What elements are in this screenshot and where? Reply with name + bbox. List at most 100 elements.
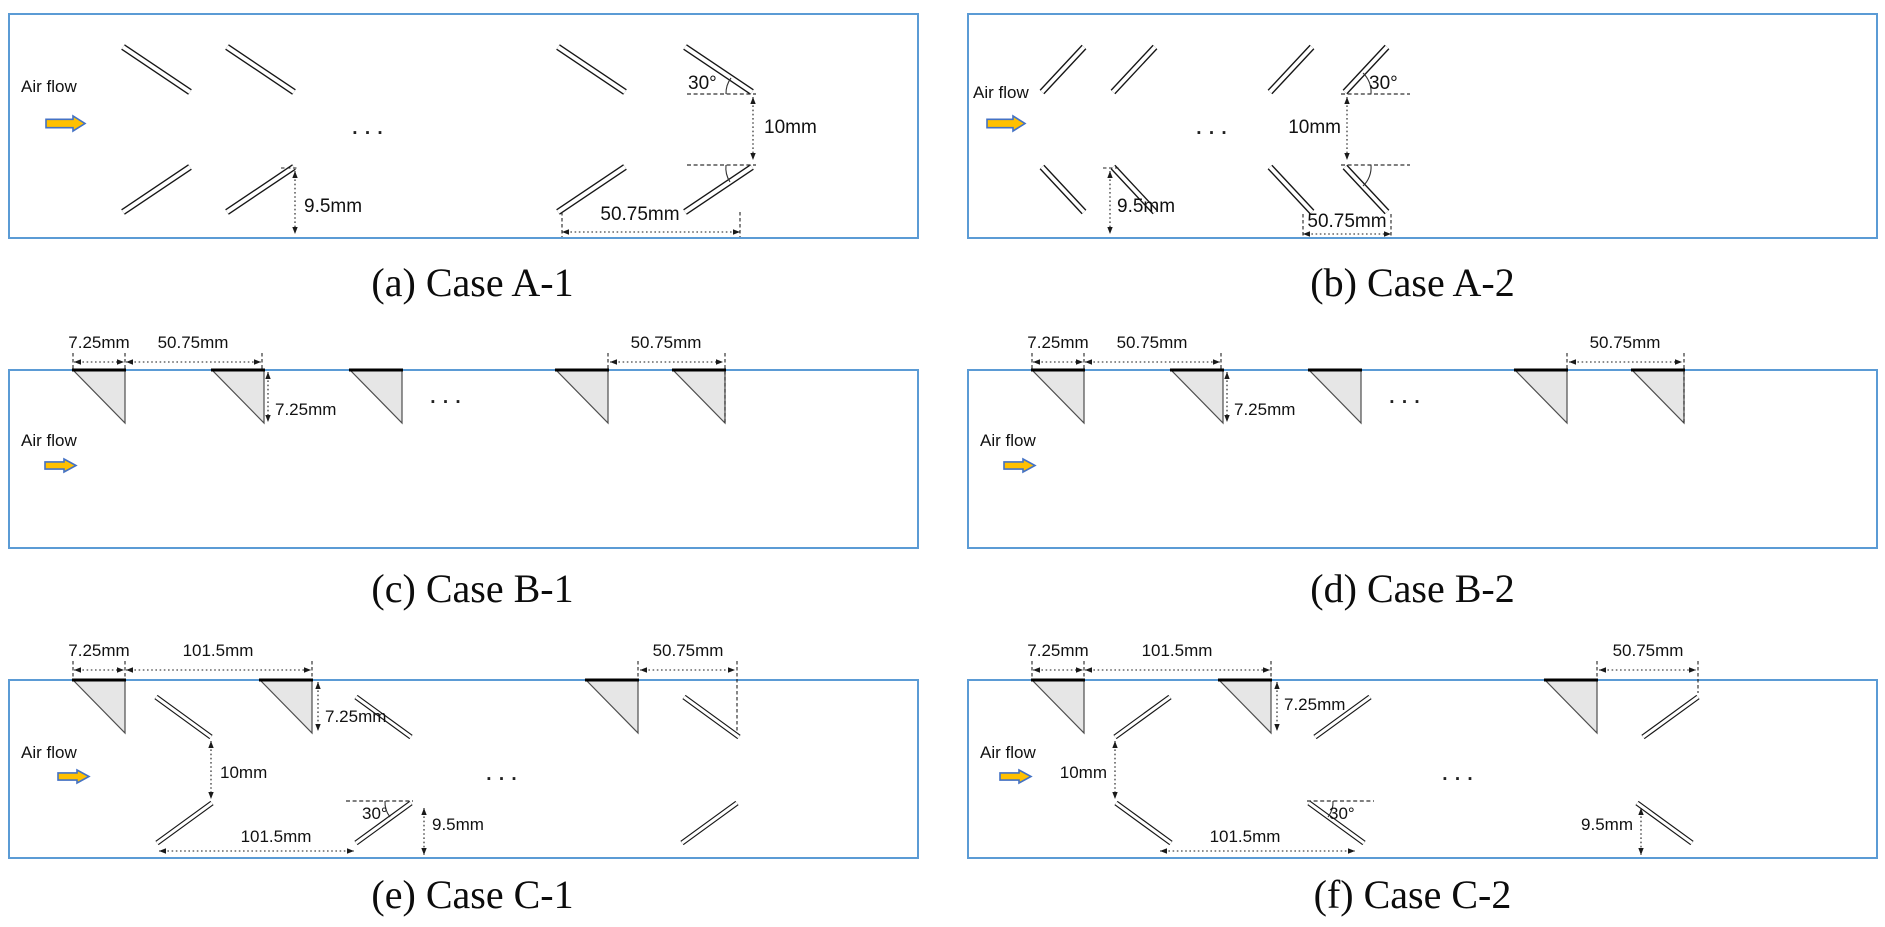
baffle [1641, 694, 1700, 740]
dim-arrowhead [728, 667, 735, 673]
dim-arrowhead [750, 97, 756, 104]
angle-arc [1362, 72, 1372, 95]
channel-outline [967, 13, 1878, 239]
dim-arrowhead [421, 808, 427, 815]
vortex-generator-triangle [71, 679, 126, 735]
baffle [1267, 44, 1315, 95]
dim-arrowhead [750, 153, 756, 160]
channel-outline [8, 369, 919, 549]
caption-panel-f: (f) Case C-2 [1313, 872, 1512, 917]
angle-arc [725, 77, 732, 95]
angle-arc [725, 164, 731, 183]
dimension-pitch: 50.75mm [126, 333, 261, 365]
top-baffles [121, 44, 754, 95]
air-flow-label: Air flow [980, 431, 1036, 450]
dim-arrowhead [315, 724, 321, 731]
dim-label-gap: 10mm [1060, 763, 1107, 782]
dim-label-height: 7.25mm [1234, 400, 1295, 419]
dim-label-pitch: 50.75mm [158, 333, 229, 352]
baffle [556, 44, 627, 95]
lower-baffles [1114, 800, 1694, 846]
baffle [556, 164, 627, 215]
dimension-gap: 10mm [208, 741, 267, 799]
dimension-pitch-right: 50.75mm [607, 333, 726, 424]
vortex-generator-triangle [258, 679, 313, 735]
dim-label-pitch: 101.5mm [183, 641, 254, 660]
dimension-angle: 30° [1307, 800, 1374, 823]
dim-arrowhead [1112, 792, 1118, 799]
upper-baffles [1113, 694, 1700, 740]
dim-label-pitch: 50.75mm [1307, 211, 1386, 232]
baffle [682, 694, 741, 740]
baffle [121, 44, 192, 95]
dimension-angle: 30° [687, 73, 756, 95]
dimension-pitch-bottom: 101.5mm [1160, 827, 1355, 854]
upper-baffles [154, 694, 741, 740]
dim-label-height: 7.25mm [275, 400, 336, 419]
dimension-offset: 9.5mm [281, 167, 362, 234]
vortex-generator-triangle [584, 679, 639, 735]
vortex-generator-triangle [1217, 679, 1272, 735]
dimension-height: 7.25mm [315, 682, 386, 731]
dimension-pitch-right: 50.75mm [1566, 333, 1685, 424]
dimension-offset: 9.5mm [1103, 167, 1175, 234]
dim-arrowhead [716, 359, 723, 365]
dimension-pitch: 50.75mm [1085, 333, 1220, 365]
baffle [354, 694, 413, 740]
dimension-height: 7.25mm [1274, 682, 1345, 731]
dim-arrowhead [74, 359, 81, 365]
dimension-angle: 30° [1341, 72, 1410, 95]
dimension-offset: 9.5mm [421, 808, 484, 855]
dim-label-width: 7.25mm [1027, 641, 1088, 660]
dim-arrowhead [1384, 231, 1391, 237]
baffle [1110, 44, 1158, 95]
caption-panel-d: (d) Case B-2 [1310, 566, 1515, 611]
dimension-gap: 10mm [1288, 97, 1410, 187]
baffle [1307, 800, 1366, 846]
dim-arrowhead [1033, 667, 1040, 673]
baffle [1039, 44, 1087, 95]
dim-arrowhead [1085, 359, 1092, 365]
dimension-pitch-right: 50.75mm [1596, 641, 1699, 693]
dim-arrowhead [1348, 848, 1355, 854]
baffle [1342, 44, 1390, 95]
angle-arc [384, 800, 391, 818]
dim-arrowhead [1224, 372, 1230, 379]
dimension-height: 7.25mm [265, 372, 336, 422]
channel-outline [8, 13, 919, 239]
air-flow-arrow-icon [57, 768, 91, 785]
dim-label-pitch: 101.5mm [1142, 641, 1213, 660]
dim-label-pitch-right: 50.75mm [631, 333, 702, 352]
continuation-dots: . . . [1196, 118, 1227, 139]
air-flow-arrow-icon [45, 114, 87, 133]
bottom-baffles [121, 164, 754, 215]
dimension-width: 7.25mm [68, 641, 313, 679]
baffle [1039, 164, 1087, 215]
panel-e-diagram: Air flow . . . 7.25mm 101.5mm 7.25mm 50.… [8, 641, 919, 859]
dimension-pitch: 50.75mm [561, 204, 741, 237]
continuation-dots: . . . [430, 387, 461, 408]
dim-arrowhead [254, 359, 261, 365]
dim-label-pitch-right: 50.75mm [1613, 641, 1684, 660]
vortex-generator-triangles [71, 368, 726, 425]
dim-arrowhead [733, 229, 740, 235]
caption-panel-b: (b) Case A-2 [1310, 260, 1515, 305]
dimension-width: 7.25mm [68, 333, 263, 371]
dimension-width: 7.25mm [1027, 641, 1272, 679]
dim-arrowhead [315, 682, 321, 689]
dim-arrowhead [1599, 667, 1606, 673]
top-baffles [1039, 44, 1390, 95]
air-flow-label: Air flow [21, 431, 77, 450]
dimension-pitch: 101.5mm [126, 641, 311, 673]
dim-arrowhead [1675, 359, 1682, 365]
caption-panel-c: (c) Case B-1 [371, 566, 574, 611]
dim-label-pitch: 50.75mm [1117, 333, 1188, 352]
dim-arrowhead [1160, 848, 1167, 854]
dim-arrowhead [421, 848, 427, 855]
continuation-dots: . . . [1442, 764, 1473, 785]
dim-label-angle: 30° [362, 804, 388, 823]
dim-label-offset: 9.5mm [304, 196, 362, 217]
air-flow-arrow-icon [986, 114, 1027, 133]
baffle [683, 164, 754, 215]
baffle [1114, 800, 1173, 846]
